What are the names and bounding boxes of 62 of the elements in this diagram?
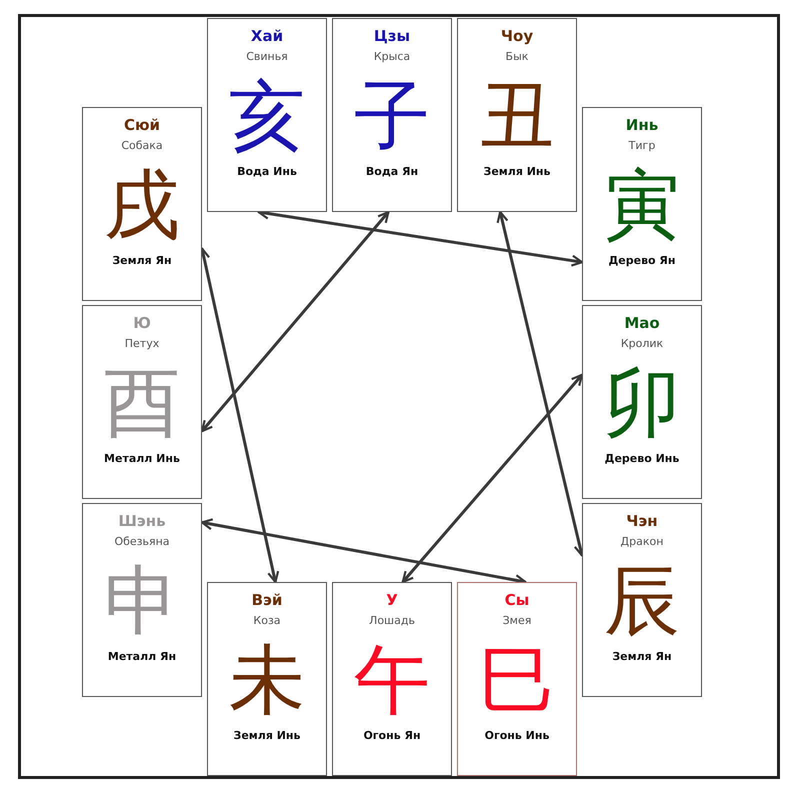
element-label: Дерево Инь: [604, 452, 680, 465]
card-title: Инь: [624, 116, 660, 134]
hieroglyph: 卯: [603, 358, 681, 448]
element-label: Земля Ян: [111, 254, 173, 267]
card: [82, 107, 202, 301]
card: [457, 582, 577, 776]
hieroglyph: 丑: [478, 71, 556, 161]
hieroglyph: 亥: [228, 71, 306, 161]
element-label: Вода Ян: [364, 165, 420, 178]
card: [582, 305, 702, 499]
card-title: Шэнь: [117, 512, 167, 530]
card-title: Сы: [504, 591, 530, 609]
hieroglyph: 巳: [478, 635, 556, 725]
card: [332, 18, 452, 212]
card-title: Чэн: [625, 512, 659, 530]
element-label: Земля Ян: [611, 650, 673, 663]
card: [207, 18, 327, 212]
card-title: У: [385, 591, 399, 609]
animal-name: Собака: [120, 139, 164, 152]
double-arrow: [402, 374, 584, 584]
hieroglyph: 戌: [103, 160, 181, 250]
animal-name: Тигр: [628, 139, 656, 152]
animal-name: Коза: [252, 614, 282, 627]
card: [582, 503, 702, 697]
card-title: Цзы: [372, 27, 412, 45]
animal-name: Свинья: [245, 50, 289, 63]
hieroglyph: 酉: [103, 358, 181, 448]
card-title: Сюй: [122, 116, 162, 134]
element-label: Земля Инь: [232, 729, 302, 742]
hieroglyph: 寅: [603, 160, 681, 250]
hieroglyph: 辰: [603, 556, 681, 646]
animal-name: Бык: [504, 50, 530, 63]
card: [82, 305, 202, 499]
animal-name: Кролик: [620, 337, 664, 350]
hieroglyph: 午: [353, 635, 431, 725]
element-label: Огонь Инь: [484, 729, 550, 742]
card-title: Чоу: [500, 27, 534, 45]
animal-name: Лошадь: [368, 614, 416, 627]
element-label: Вода Инь: [236, 165, 298, 178]
animal-name: Дракон: [620, 535, 664, 548]
double-arrow: [200, 210, 390, 432]
hieroglyph: 申: [103, 556, 181, 646]
element-label: Металл Инь: [103, 452, 181, 465]
card: [207, 582, 327, 776]
animal-name: Крыса: [372, 50, 412, 63]
card-title: Хай: [250, 27, 284, 45]
card: [82, 503, 202, 697]
card: [332, 582, 452, 776]
animal-name: Змея: [502, 614, 532, 627]
animal-name: Обезьяна: [113, 535, 171, 548]
card-title: Ю: [132, 314, 152, 332]
hieroglyph: 子: [353, 71, 431, 161]
card-title: Мао: [623, 314, 661, 332]
card-title: Вэй: [250, 591, 284, 609]
element-label: Дерево Ян: [607, 254, 676, 267]
hieroglyph: 未: [228, 635, 306, 725]
animal-name: Петух: [124, 337, 160, 350]
card: [457, 18, 577, 212]
element-label: Металл Ян: [106, 650, 178, 663]
element-label: Огонь Ян: [362, 729, 422, 742]
card: [582, 107, 702, 301]
element-label: Земля Инь: [482, 165, 552, 178]
